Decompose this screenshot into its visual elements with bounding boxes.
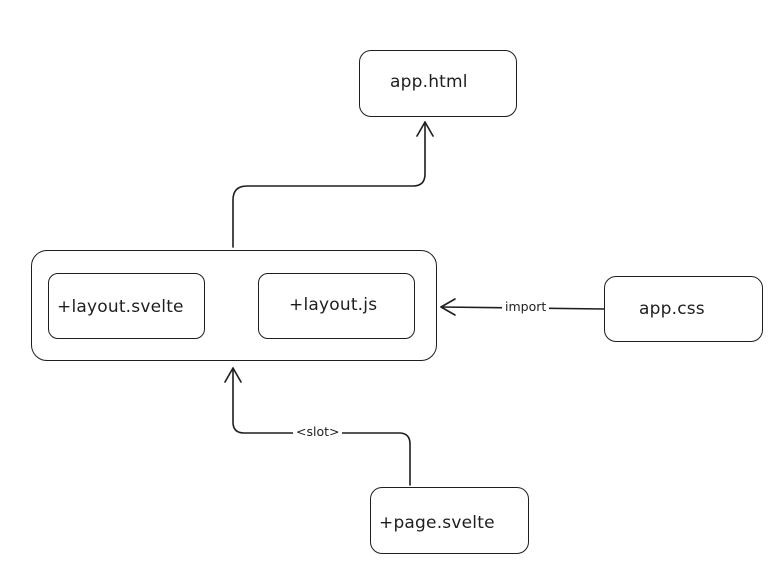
arrowhead-app-html (416, 121, 434, 137)
node-app-css: app.css (604, 276, 763, 342)
node-layout-svelte-label: +layout.svelte (57, 297, 184, 317)
edge-label-slot: <slot> (293, 424, 343, 439)
arrowhead-slot (224, 367, 242, 383)
node-layout-js: +layout.js (258, 273, 415, 339)
node-page-svelte: +page.svelte (370, 487, 529, 554)
node-app-html: app.html (359, 50, 517, 117)
node-page-svelte-label: +page.svelte (379, 513, 495, 533)
connector-layout-to-app-html (232, 121, 426, 248)
node-layout-js-label: +layout.js (289, 295, 378, 315)
node-layout-svelte: +layout.svelte (48, 273, 205, 339)
node-app-css-label: app.css (639, 299, 705, 319)
node-app-html-label: app.html (390, 72, 468, 92)
arrowhead-import (440, 298, 456, 316)
edge-label-import: import (502, 299, 550, 314)
